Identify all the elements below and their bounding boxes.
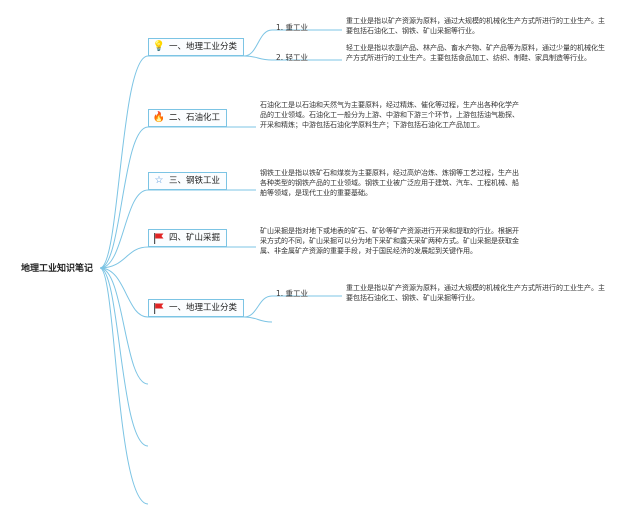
star-icon: ☆ bbox=[154, 175, 164, 186]
note-heavy-industry-2: 重工业是指以矿产资源为原料，通过大规模的机械化生产方式所进行的工业生产。主要包括… bbox=[346, 284, 605, 302]
link-root-branch-5 bbox=[99, 267, 149, 318]
subtopic-heavy-industry-2[interactable]: 1. 重工业 bbox=[276, 288, 308, 299]
branch-label: 一、地理工业分类 bbox=[169, 42, 238, 52]
red-flag-icon bbox=[153, 302, 165, 314]
note-light-industry: 轻工业是指以农副产品、林产品、畜水产物、矿产品等为原料，通过少量的机械化生产方式… bbox=[346, 44, 605, 62]
branch-label: 一、地理工业分类 bbox=[169, 303, 238, 313]
root-topic[interactable]: 地理工业知识笔记 bbox=[14, 260, 100, 278]
note-mining: 矿山采掘是指对地下或地表的矿石、矿砂等矿产资源进行开采和提取的行业。根据开采方式… bbox=[260, 227, 519, 255]
link-root-empty-1 bbox=[99, 267, 149, 385]
subtopic-heavy-industry[interactable]: 1. 重工业 bbox=[276, 22, 308, 33]
note-steel-industry: 钢铁工业是指以铁矿石和煤炭为主要原料，经过高炉冶炼、炼钢等工艺过程，生产出各种类… bbox=[260, 169, 519, 197]
note-heavy-industry: 重工业是指以矿产资源为原料，通过大规模的机械化生产方式所进行的工业生产。主要包括… bbox=[346, 17, 605, 35]
branch-steel-industry[interactable]: ☆ 三、钢铁工业 bbox=[148, 172, 228, 190]
link-root-empty-2 bbox=[99, 267, 149, 447]
branch-geography-industry-classification[interactable]: 💡 一、地理工业分类 bbox=[148, 38, 245, 56]
note-petrochemical: 石油化工是以石油和天然气为主要原料，经过精炼、催化等过程，生产出各种化学产品的工… bbox=[260, 101, 519, 129]
flame-icon: 🔥 bbox=[152, 112, 166, 123]
subtopic-light-industry[interactable]: 2. 轻工业 bbox=[276, 52, 308, 63]
link-root-branch-4 bbox=[99, 246, 149, 269]
branch-petrochemical[interactable]: 🔥 二、石油化工 bbox=[148, 109, 228, 127]
subtopic-label: 1. 重工业 bbox=[276, 289, 309, 298]
lightbulb-icon: 💡 bbox=[152, 41, 166, 52]
branch-label: 二、石油化工 bbox=[169, 113, 221, 123]
branch-geography-industry-classification-2[interactable]: 一、地理工业分类 bbox=[148, 299, 245, 317]
subtopic-label: 1. 重工业 bbox=[276, 23, 309, 32]
subtopic-label: 2. 轻工业 bbox=[276, 53, 309, 62]
link-root-branch-1 bbox=[99, 55, 149, 269]
branch-label: 四、矿山采掘 bbox=[169, 233, 221, 243]
branch-label: 三、钢铁工业 bbox=[169, 176, 221, 186]
red-flag-icon bbox=[153, 232, 165, 244]
link-root-branch-3 bbox=[99, 189, 149, 269]
link-root-branch-2 bbox=[99, 126, 149, 269]
root-topic-label: 地理工业知识笔记 bbox=[20, 264, 93, 274]
branch-mining[interactable]: 四、矿山采掘 bbox=[148, 229, 228, 247]
link-root-empty-3 bbox=[99, 267, 149, 505]
